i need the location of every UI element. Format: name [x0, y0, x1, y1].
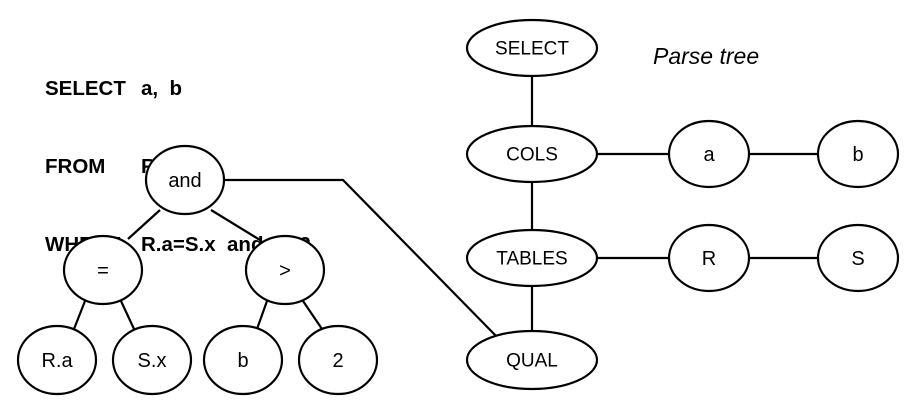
expression-tree-edges [72, 209, 323, 330]
edge-eq-sx [120, 300, 135, 330]
node-r-a[interactable]: R.a [16, 324, 98, 396]
node-two[interactable]: 2 [297, 324, 379, 396]
node-greater-than-shape[interactable] [244, 234, 326, 306]
node-b-operand-shape[interactable] [202, 324, 284, 396]
parse-tree-nodes: SELECT COLS TABLES QUAL a b [465, 18, 900, 391]
node-cols-label: COLS [506, 145, 558, 166]
sql-keyword-from: FROM [45, 155, 106, 178]
node-s-x[interactable]: S.x [111, 324, 193, 396]
node-column-a-label: a [703, 144, 715, 166]
node-tables-shape[interactable] [465, 228, 599, 288]
node-select[interactable]: SELECT [465, 18, 599, 78]
node-column-b-shape[interactable] [816, 119, 900, 189]
node-table-s-shape[interactable] [816, 223, 900, 293]
node-tables-label: TABLES [496, 249, 567, 270]
edge-and-gt [210, 209, 261, 241]
node-greater-than[interactable]: > [244, 234, 326, 306]
node-cols[interactable]: COLS [465, 124, 599, 184]
node-b-operand[interactable]: b [202, 324, 284, 396]
edge-and-eq [127, 209, 161, 240]
node-table-r-label: R [702, 248, 716, 270]
node-column-a[interactable]: a [667, 119, 751, 189]
node-and-label: and [168, 170, 201, 192]
node-table-s-label: S [851, 248, 864, 270]
parse-tree-caption: Parse tree [653, 43, 759, 69]
edge-and-qual [222, 178, 501, 341]
edge-eq-ra [72, 300, 87, 330]
node-column-b-label: b [852, 144, 863, 166]
node-greater-than-label: > [279, 260, 291, 282]
node-s-x-shape[interactable] [111, 324, 193, 396]
sql-line-select: SELECT a, b [45, 76, 311, 102]
node-tables[interactable]: TABLES [465, 228, 599, 288]
node-b-operand-label: b [237, 350, 248, 372]
node-column-b[interactable]: b [816, 119, 900, 189]
node-s-x-label: S.x [138, 350, 167, 372]
node-column-a-shape[interactable] [667, 119, 751, 189]
edge-gt-b [255, 300, 269, 330]
node-equals-label: = [97, 260, 109, 282]
node-two-shape[interactable] [297, 324, 379, 396]
node-equals[interactable]: = [62, 234, 144, 306]
node-select-label: SELECT [495, 39, 569, 60]
node-qual-label: QUAL [506, 351, 558, 372]
node-two-label: 2 [332, 350, 343, 372]
node-table-s[interactable]: S [816, 223, 900, 293]
node-select-shape[interactable] [465, 18, 599, 78]
sql-value-select: a, b [141, 77, 183, 100]
sql-keyword-select: SELECT [45, 77, 126, 100]
edge-gt-two [302, 300, 323, 330]
node-and-shape[interactable] [144, 144, 226, 216]
node-and[interactable]: and [144, 144, 226, 216]
node-r-a-shape[interactable] [16, 324, 98, 396]
node-table-r[interactable]: R [667, 223, 751, 293]
node-qual[interactable]: QUAL [465, 329, 599, 391]
node-qual-shape[interactable] [465, 329, 599, 391]
node-equals-shape[interactable] [62, 234, 144, 306]
node-table-r-shape[interactable] [667, 223, 751, 293]
node-cols-shape[interactable] [465, 124, 599, 184]
node-r-a-label: R.a [41, 350, 73, 372]
parse-tree-edges [530, 76, 818, 331]
expression-tree-nodes: and = > R.a S.x b [16, 144, 379, 396]
